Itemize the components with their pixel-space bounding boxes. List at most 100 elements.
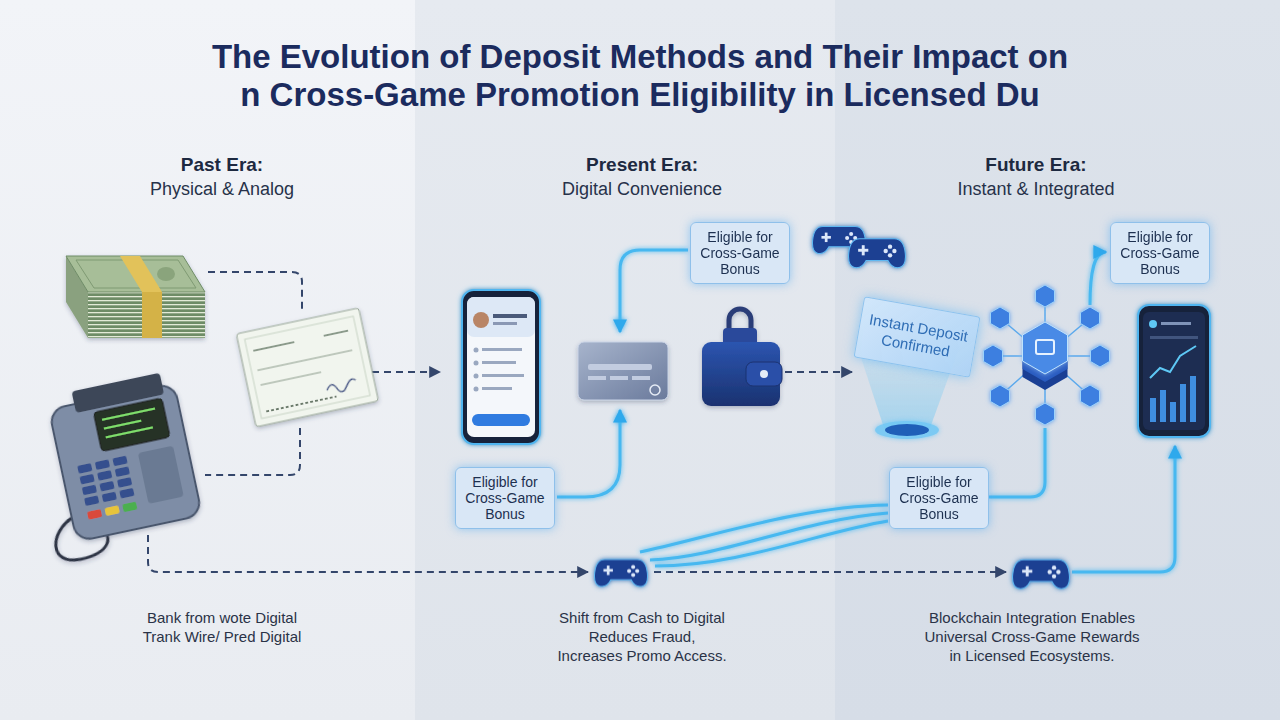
pos-terminal xyxy=(138,446,184,504)
mobile-phone xyxy=(467,297,535,337)
paper-check xyxy=(245,316,370,418)
box-label: Eligible for Cross-Game Bonus xyxy=(462,474,548,522)
mobile-phone xyxy=(467,297,535,437)
bonus-box: Eligible for Cross-Game Bonus xyxy=(889,467,989,529)
era-heading: Future Era: xyxy=(896,153,1176,177)
cash-stack xyxy=(120,256,162,292)
mobile-phone xyxy=(482,374,524,377)
cash-stack xyxy=(88,292,205,338)
analytics-phone xyxy=(1149,320,1157,328)
mobile-phone xyxy=(482,361,516,364)
credit-card xyxy=(632,376,650,380)
credit-card xyxy=(578,342,668,400)
era-heading: Present Era: xyxy=(512,153,772,177)
cash-stack xyxy=(157,267,175,281)
blockchain-network xyxy=(1091,345,1110,367)
blockchain-network xyxy=(1081,307,1100,329)
paper-check xyxy=(261,372,322,385)
pos-terminal xyxy=(106,427,153,437)
box-label: Eligible for Cross-Game Bonus xyxy=(697,229,783,277)
paper-check xyxy=(324,331,348,336)
analytics-phone xyxy=(1190,376,1196,422)
pos-terminal xyxy=(99,481,114,492)
digital-wallet xyxy=(746,362,782,386)
pos-terminal xyxy=(104,421,141,429)
box-label: Eligible for Cross-Game Bonus xyxy=(1117,229,1203,277)
era-heading: Past Era: xyxy=(92,153,352,177)
credit-card xyxy=(588,376,606,380)
blockchain-network xyxy=(1036,403,1055,425)
mobile-phone xyxy=(482,387,512,390)
blockchain-network xyxy=(1081,385,1100,407)
pos-terminal xyxy=(117,477,132,488)
mobile-phone xyxy=(462,290,540,444)
mobile-phone xyxy=(462,290,540,444)
mobile-phone xyxy=(474,348,479,353)
analytics-phone xyxy=(1138,305,1210,437)
blockchain-network xyxy=(1036,340,1054,354)
mobile-phone xyxy=(493,314,527,318)
analytics-phone xyxy=(1170,402,1176,422)
hologram-pedestal xyxy=(885,424,929,436)
pos-terminal xyxy=(112,456,127,467)
hologram-pedestal xyxy=(875,421,939,439)
analytics-phone xyxy=(1150,376,1196,422)
blockchain-network xyxy=(1036,285,1055,307)
diagram-title: The Evolution of Deposit Methods and The… xyxy=(204,38,1076,114)
box-label: Eligible for Cross-Game Bonus xyxy=(896,474,982,522)
cash-stack xyxy=(66,256,205,292)
paper-check xyxy=(253,342,294,351)
pos-terminal xyxy=(93,398,170,452)
mobile-phone xyxy=(474,387,479,392)
pos-terminal xyxy=(102,409,155,420)
bonus-box: Eligible for Cross-Game Bonus xyxy=(690,222,790,284)
paper-check xyxy=(326,378,357,394)
mobile-phone xyxy=(493,322,517,325)
paper-check xyxy=(266,396,336,411)
era-subheading: Physical & Analog xyxy=(92,177,352,201)
bonus-box: Eligible for Cross-Game Bonus xyxy=(1110,222,1210,284)
blockchain-network xyxy=(984,345,1003,367)
pos-terminal xyxy=(87,509,102,520)
pos-terminal xyxy=(84,495,99,506)
pos-terminal xyxy=(122,502,137,513)
box-label: Instant Deposit Confirmed xyxy=(861,310,974,364)
mobile-phone xyxy=(472,414,530,426)
pos-terminal xyxy=(119,488,134,499)
credit-card xyxy=(610,376,628,380)
blockchain-network xyxy=(991,307,1010,329)
pos-terminal xyxy=(97,470,112,481)
mobile-phone xyxy=(473,312,489,328)
analytics-phone xyxy=(1161,322,1191,325)
pos-terminal xyxy=(49,383,202,542)
analytics-phone xyxy=(1150,336,1198,339)
blockchain-network xyxy=(991,385,1010,407)
digital-wallet xyxy=(760,370,768,378)
credit-card xyxy=(650,385,660,395)
era-caption: Bank from wote Digital Trank Wire/ Pred … xyxy=(137,608,307,646)
bonus-box: Eligible for Cross-Game Bonus xyxy=(455,467,555,529)
mobile-phone xyxy=(474,361,479,366)
analytics-phone xyxy=(1143,312,1205,430)
analytics-phone xyxy=(1150,398,1156,422)
mobile-phone xyxy=(474,348,525,392)
pos-terminal xyxy=(82,485,97,496)
analytics-phone xyxy=(1160,390,1166,422)
credit-card xyxy=(578,342,668,400)
pos-terminal xyxy=(77,456,134,506)
cash-stack xyxy=(142,292,162,338)
era-subheading: Instant & Integrated xyxy=(896,177,1176,201)
pos-terminal xyxy=(102,492,117,503)
paper-check xyxy=(257,350,352,370)
analytics-phone xyxy=(1150,346,1196,378)
era-caption: Shift from Cash to Digital Reduces Fraud… xyxy=(556,608,729,665)
era-subheading: Digital Convenience xyxy=(512,177,772,201)
analytics-phone xyxy=(1138,305,1210,437)
mobile-phone xyxy=(482,348,522,351)
era-caption: Blockchain Integration Enables Universal… xyxy=(921,608,1143,665)
credit-card xyxy=(588,364,652,370)
pos-terminal xyxy=(77,463,92,474)
mobile-phone xyxy=(474,374,479,379)
pos-terminal xyxy=(105,505,120,516)
